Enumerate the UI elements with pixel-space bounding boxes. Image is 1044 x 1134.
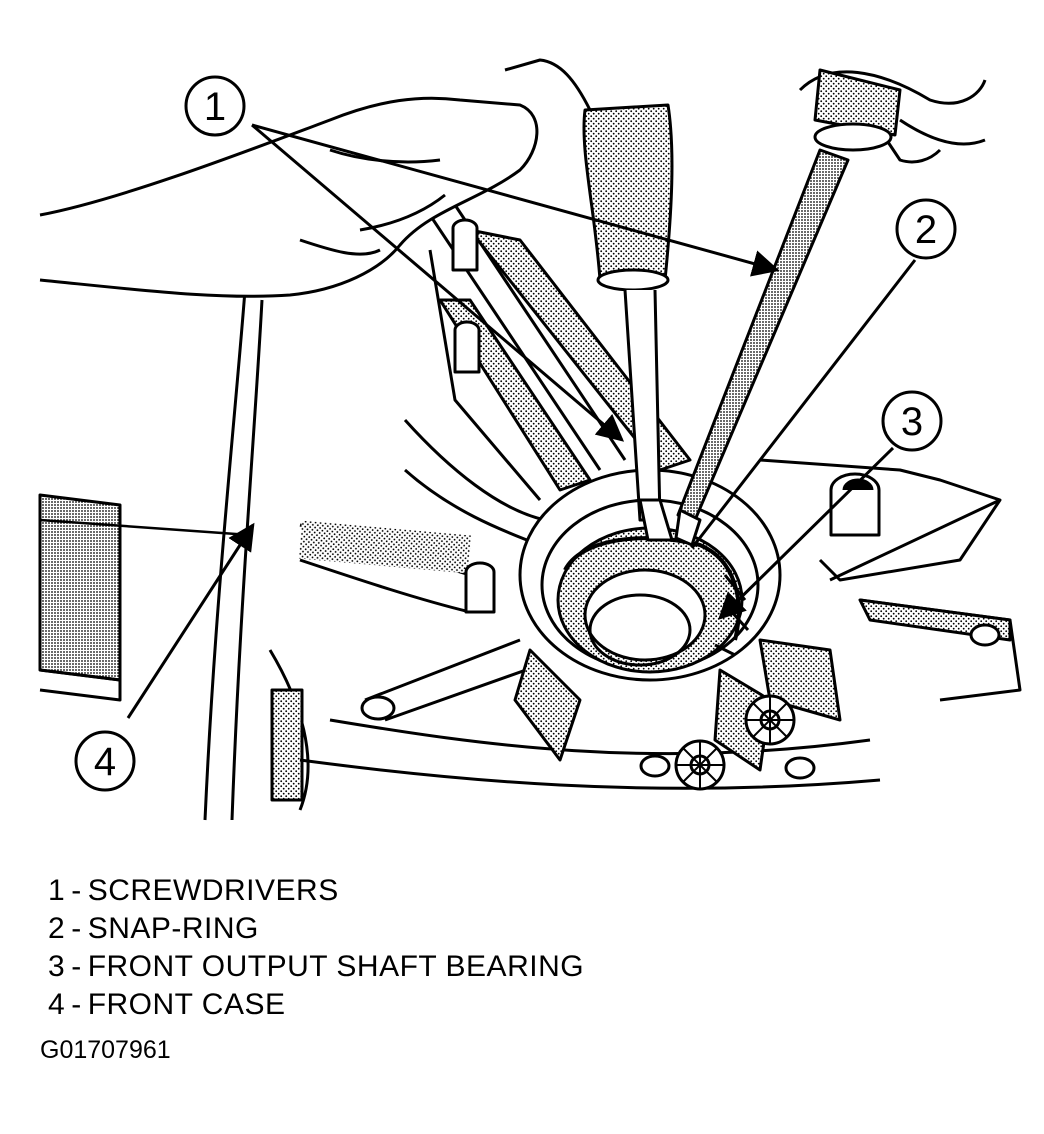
callout-1: 1 (184, 75, 246, 137)
legend-item-number: 3 (48, 950, 66, 983)
legend-separator: - (71, 988, 82, 1021)
legend-item-label: SNAP-RING (87, 912, 259, 945)
legend-item: 3-FRONT OUTPUT SHAFT BEARING (48, 948, 584, 986)
legend-item: 1-SCREWDRIVERS (48, 872, 584, 910)
legend-separator: - (71, 912, 82, 945)
callout-2-number: 2 (915, 208, 937, 252)
callout-3-number: 3 (901, 400, 923, 444)
callout-4-number: 4 (94, 740, 116, 784)
callout-3: 3 (881, 390, 943, 452)
figure-id: G01707961 (40, 1036, 171, 1064)
legend-item: 4-FRONT CASE (48, 986, 584, 1024)
legend-item-label: FRONT OUTPUT SHAFT BEARING (87, 950, 585, 983)
legend-item-number: 2 (48, 912, 66, 945)
legend-item-label: FRONT CASE (87, 988, 286, 1021)
callout-legend: 1-SCREWDRIVERS 2-SNAP-RING 3-FRONT OUTPU… (48, 872, 584, 1024)
screwdrivers (582, 68, 902, 547)
legend-item-number: 4 (48, 988, 66, 1021)
bearing-removal-illustration: 1 2 3 4 (38, 58, 1022, 821)
callout-2: 2 (895, 198, 957, 260)
bearing-bore (518, 468, 782, 682)
legend-item-number: 1 (48, 874, 66, 907)
leader-lines (126, 123, 917, 719)
legend-separator: - (71, 950, 82, 983)
legend-item: 2-SNAP-RING (48, 910, 584, 948)
callout-4: 4 (74, 730, 136, 792)
callout-1-number: 1 (204, 85, 226, 129)
legend-separator: - (71, 874, 82, 907)
legend-item-label: SCREWDRIVERS (87, 874, 339, 907)
